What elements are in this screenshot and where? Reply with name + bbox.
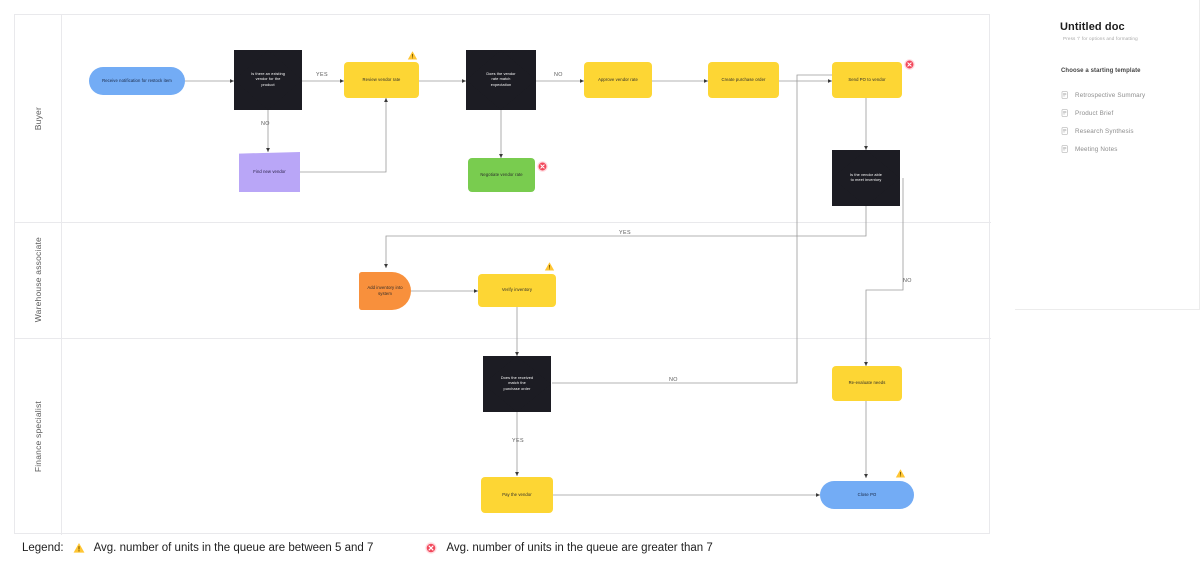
- lane-divider-2: [15, 338, 991, 339]
- document-icon: [1061, 127, 1069, 135]
- warning-triangle-icon: [544, 262, 555, 271]
- node-label: Re-evaluate needs: [848, 380, 886, 386]
- warning-badge-close-po[interactable]: [895, 468, 906, 479]
- node-add-inventory-into-system[interactable]: Add inventory into system: [359, 272, 411, 310]
- warning-triangle-icon: [895, 469, 906, 478]
- node-label: Is there an existing vendor for the prod…: [251, 71, 285, 87]
- legend-warning-text: Avg. number of units in the queue are be…: [93, 542, 374, 554]
- document-icon: [1061, 145, 1069, 153]
- warning-triangle-icon: [407, 51, 418, 60]
- template-label: Retrospective Summary: [1075, 91, 1146, 99]
- lane-divider-1: [15, 222, 991, 223]
- legend-item-error: Avg. number of units in the queue are gr…: [425, 542, 713, 554]
- lane-label-text: Warehouse associate: [33, 237, 43, 323]
- edge-label-yes-3: YES: [512, 438, 524, 444]
- edge-label-yes-1: YES: [316, 72, 328, 78]
- node-negotiate-vendor-rate[interactable]: Negotiate vendor rate: [468, 158, 535, 192]
- node-approve-vendor-rate[interactable]: Approve vendor rate: [584, 62, 652, 98]
- template-item-meeting-notes[interactable]: Meeting Notes: [1061, 140, 1191, 158]
- document-icon: [1061, 109, 1069, 117]
- node-label: Verify inventory: [501, 287, 533, 293]
- lane-label-text: Finance specialist: [33, 400, 43, 473]
- node-re-evaluate-needs[interactable]: Re-evaluate needs: [832, 366, 902, 401]
- legend-title: Legend:: [22, 542, 64, 554]
- edge-label-no-3: NO: [903, 278, 912, 284]
- error-badge-negotiate-rate[interactable]: [537, 161, 548, 172]
- node-received-matches-po-decision[interactable]: Does the received match the purchase ord…: [483, 356, 551, 412]
- document-icon: [1061, 91, 1069, 99]
- node-label: Receive notification for restock item: [102, 77, 172, 83]
- node-close-po[interactable]: Close PO: [820, 481, 914, 509]
- lane-label-finance: Finance specialist: [15, 338, 61, 535]
- node-rate-match-decision[interactable]: Does the vendor rate match expectation: [466, 50, 536, 110]
- template-item-product-brief[interactable]: Product Brief: [1061, 104, 1191, 122]
- node-label: Negotiate vendor rate: [480, 171, 523, 177]
- node-review-vendor-rate[interactable]: Review vendor rate: [344, 62, 419, 98]
- node-vendor-meet-inventory-decision[interactable]: Is the vendor able to meet inventory: [832, 150, 900, 206]
- lane-label-text: Buyer: [33, 106, 43, 131]
- diagram-canvas[interactable]: Buyer Warehouse associate Finance specia…: [0, 0, 1015, 570]
- node-label: Review vendor rate: [362, 76, 401, 82]
- node-receive-notification[interactable]: Receive notification for restock item: [89, 67, 185, 95]
- edge-label-no-1: NO: [261, 121, 270, 127]
- document-title[interactable]: Untitled doc: [1060, 21, 1125, 33]
- node-create-purchase-order[interactable]: Create purchase order: [708, 62, 779, 98]
- node-existing-vendor-decision[interactable]: Is there an existing vendor for the prod…: [234, 50, 302, 110]
- templates-heading: Choose a starting template: [1061, 68, 1141, 74]
- node-label: Create purchase order: [721, 76, 766, 82]
- node-label: Approve vendor rate: [598, 76, 638, 82]
- node-verify-inventory[interactable]: Verify inventory: [478, 274, 556, 307]
- template-item-research-synthesis[interactable]: Research Synthesis: [1061, 122, 1191, 140]
- node-label: Does the received match the purchase ord…: [500, 375, 534, 391]
- edge-label-no-4: NO: [669, 377, 678, 383]
- lane-label-buyer: Buyer: [15, 15, 61, 222]
- warning-badge-verify-inventory[interactable]: [544, 261, 555, 272]
- document-placeholder-hint: Press '/' for options and formatting: [1063, 36, 1138, 41]
- lane-label-divider: [61, 15, 62, 535]
- warning-badge-review-vendor-rate[interactable]: [407, 50, 418, 61]
- error-circle-icon: [904, 59, 915, 70]
- node-find-new-vendor[interactable]: Find new vendor: [239, 152, 300, 192]
- document-panel: Untitled doc Press '/' for options and f…: [1015, 0, 1200, 570]
- template-label: Meeting Notes: [1075, 145, 1118, 153]
- legend: Legend: Avg. number of units in the queu…: [22, 542, 713, 554]
- node-label: Pay the vendor: [502, 491, 532, 497]
- error-badge-send-po[interactable]: [904, 59, 915, 70]
- error-circle-icon: [537, 161, 548, 172]
- legend-error-text: Avg. number of units in the queue are gr…: [446, 542, 713, 554]
- node-label: Is the vendor able to meet inventory: [850, 172, 882, 183]
- template-list: Retrospective Summary Product Brief: [1061, 86, 1191, 158]
- template-item-retrospective-summary[interactable]: Retrospective Summary: [1061, 86, 1191, 104]
- node-label: Close PO: [857, 491, 877, 497]
- node-label: Find new vendor: [253, 168, 286, 174]
- warning-triangle-icon: [73, 543, 84, 553]
- error-circle-icon: [425, 542, 438, 554]
- edge-label-yes-2: YES: [619, 230, 631, 236]
- template-label: Product Brief: [1075, 109, 1114, 117]
- node-label: Add inventory into system: [367, 284, 403, 296]
- edge-label-no-2: NO: [554, 72, 563, 78]
- node-label: Send PO to vendor: [848, 76, 886, 82]
- template-label: Research Synthesis: [1075, 127, 1134, 135]
- document-panel-card: Untitled doc Press '/' for options and f…: [1015, 0, 1200, 310]
- node-send-po-to-vendor[interactable]: Send PO to vendor: [832, 62, 902, 98]
- lane-label-warehouse: Warehouse associate: [15, 222, 61, 338]
- node-pay-the-vendor[interactable]: Pay the vendor: [481, 477, 553, 513]
- legend-item-warning: Avg. number of units in the queue are be…: [73, 542, 374, 554]
- node-label: Does the vendor rate match expectation: [486, 71, 516, 87]
